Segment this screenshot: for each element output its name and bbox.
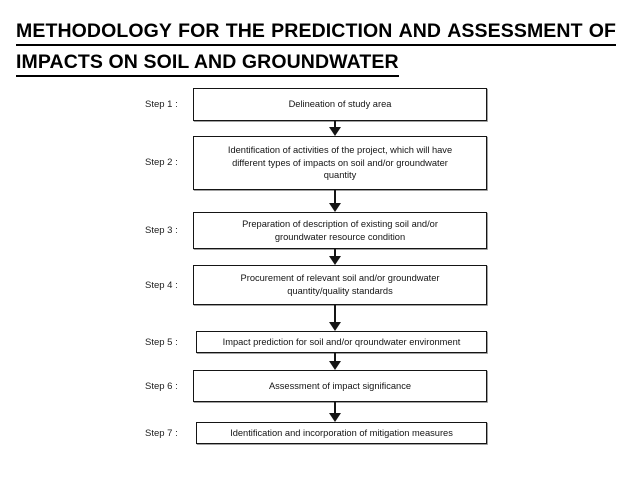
step-label-4: Step 4 : <box>145 280 178 291</box>
step-box-4[interactable]: Procurement of relevant soil and/or grou… <box>193 265 487 305</box>
flow-arrow-2-to-3 <box>329 190 341 212</box>
step-text-3: Preparation of description of existing s… <box>242 218 438 242</box>
step-label-6: Step 6 : <box>145 381 178 392</box>
flow-arrow-4-to-5 <box>329 305 341 331</box>
title-word: PREDICTION <box>271 20 393 42</box>
step-text-2: Identification of activities of the proj… <box>227 145 453 181</box>
step-box-3[interactable]: Preparation of description of existing s… <box>193 212 487 249</box>
step-text-4: Procurement of relevant soil and/or grou… <box>240 273 440 296</box>
step-text-6: Assessment of impact significance <box>268 380 412 391</box>
flow-arrow-6-to-7 <box>329 402 341 422</box>
flow-arrow-5-to-6 <box>329 353 341 370</box>
step-text-1: Delineation of study area <box>288 99 392 110</box>
step-label-2: Step 2 : <box>145 157 178 168</box>
page-title-line-1: METHODOLOGY FOR THE PREDICTION AND ASSES… <box>16 18 616 46</box>
step-box-6[interactable]: Assessment of impact significance <box>193 370 487 402</box>
step-box-7[interactable]: Identification and incorporation of miti… <box>196 422 487 444</box>
step-label-7: Step 7 : <box>145 428 178 439</box>
title-word: FOR <box>178 20 220 42</box>
title-word: ASSESSMENT <box>447 20 583 42</box>
step-text-5: Impact prediction for soil and/or qround… <box>222 336 461 347</box>
step-label-3: Step 3 : <box>145 225 178 236</box>
flow-arrow-3-to-4 <box>329 249 341 265</box>
flow-arrow-1-to-2 <box>329 121 341 136</box>
step-box-5[interactable]: Impact prediction for soil and/or qround… <box>196 331 487 353</box>
step-label-1: Step 1 : <box>145 99 178 110</box>
page-title: METHODOLOGY FOR THE PREDICTION AND ASSES… <box>16 18 616 77</box>
step-box-1[interactable]: Delineation of study area <box>193 88 487 121</box>
step-text-7: Identification and incorporation of miti… <box>230 427 453 438</box>
title-word: METHODOLOGY <box>16 20 173 42</box>
title-word: AND <box>398 20 442 42</box>
page-title-line-2: IMPACTS ON SOIL AND GROUNDWATER <box>16 49 399 77</box>
title-word: THE <box>225 20 266 42</box>
step-label-5: Step 5 : <box>145 337 178 348</box>
step-box-2[interactable]: Identification of activities of the proj… <box>193 136 487 190</box>
title-word: OF <box>588 20 616 42</box>
